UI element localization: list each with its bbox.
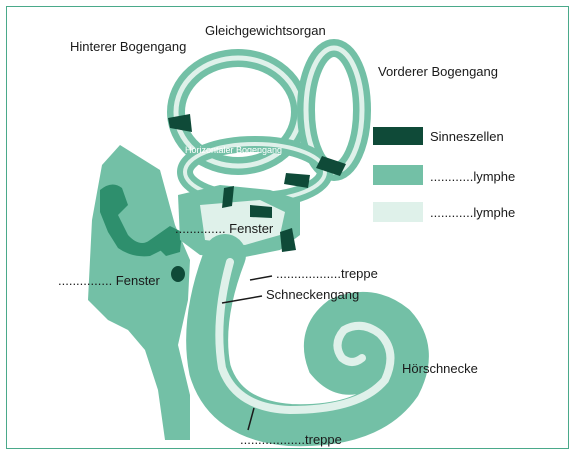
legend-swatch-sinneszellen	[373, 127, 423, 145]
round-window	[171, 266, 185, 282]
label-fenster-unten: ............... Fenster	[58, 274, 160, 287]
label-hinterer-bogengang: Hinterer Bogengang	[70, 40, 186, 53]
label-schneckengang: Schneckengang	[266, 288, 359, 301]
label-fenster-oben: .............. Fenster	[175, 222, 273, 235]
label-treppe-unten: ..................treppe	[240, 433, 342, 446]
label-vorderer-bogengang: Vorderer Bogengang	[378, 65, 498, 78]
legend-label-lymphe-2: ............lymphe	[430, 206, 515, 219]
label-hoerschnecke: Hörschnecke	[402, 362, 478, 375]
legend-swatch-lymphe-light	[373, 202, 423, 222]
label-gleichgewichtsorgan: Gleichgewichtsorgan	[205, 24, 326, 37]
label-treppe-oben: ..................treppe	[276, 267, 378, 280]
leader-treppe-oben	[250, 276, 272, 280]
legend-label-lymphe-1: ............lymphe	[430, 170, 515, 183]
sinneszellen-horizontal-1	[284, 173, 310, 188]
legend-label-sinneszellen: Sinneszellen	[430, 130, 504, 143]
sinneszellen-vestibule	[250, 205, 272, 218]
legend-swatch-lymphe-medium	[373, 165, 423, 185]
label-horizontaler-bogengang: Horizontaler Bogengang	[185, 146, 282, 155]
